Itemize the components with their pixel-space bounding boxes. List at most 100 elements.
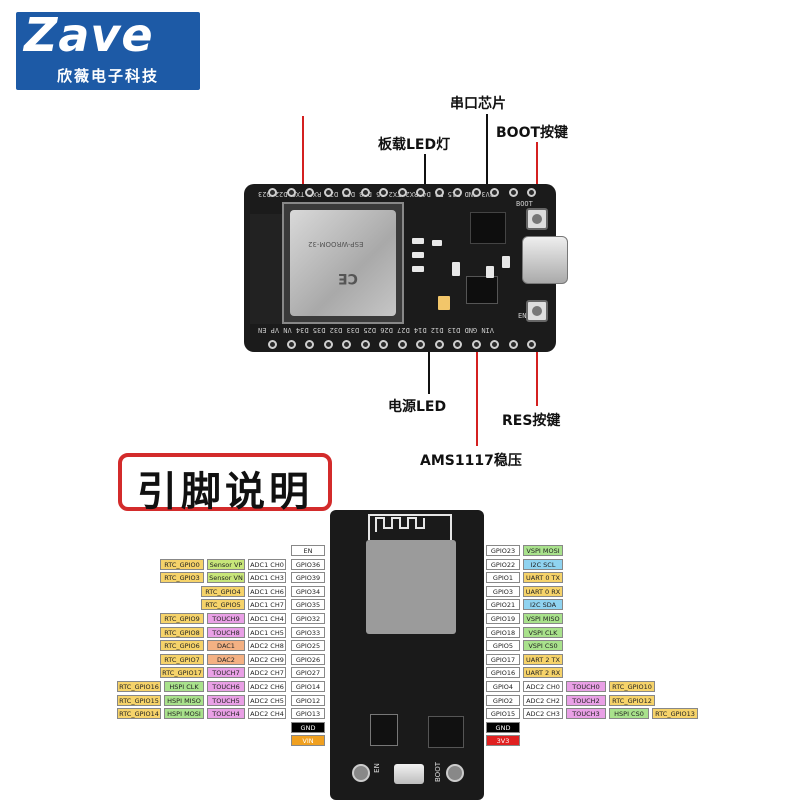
pcb-antenna (250, 214, 284, 324)
pin-label: GPIO21 (486, 599, 520, 611)
header-pin (268, 188, 277, 197)
silk-en: EN (518, 312, 527, 320)
callout-power-led: 电源LED (388, 399, 447, 415)
pin-label: GPIO3 (486, 585, 520, 597)
pin-label: GPIO25 (291, 640, 325, 652)
function-tag: I2C SDA (523, 599, 563, 611)
pinout-boot-label: BOOT (433, 762, 442, 782)
header-pin (286, 188, 296, 197)
pin-label: VIN (291, 735, 325, 747)
pin-label: 3V3 (486, 735, 520, 747)
function-tag: ADC2 CH3 (523, 708, 563, 720)
callout-onboard-led: 板载LED灯 (378, 137, 451, 153)
function-tag: RTC_GPIO8 (160, 626, 204, 638)
pin-label: GPIO4 (486, 681, 520, 692)
brand-logo: Zave 欣薇电子科技 (16, 8, 200, 90)
header-pin (434, 340, 444, 349)
callout-serial-chip: 串口芯片 (450, 96, 506, 112)
function-tag: ADC1 CH0 (248, 558, 286, 570)
function-tag: RTC_GPIO13 (652, 708, 698, 720)
pinout-regulator (370, 714, 398, 746)
leader-line-reset (536, 322, 538, 406)
header-pin (286, 340, 296, 349)
pin-label: GPIO18 (486, 626, 520, 638)
pinout-boot-button[interactable] (446, 764, 464, 782)
pinout-en-button[interactable] (352, 764, 370, 782)
pin-label: GPIO22 (486, 558, 520, 570)
pin-label: GND (486, 721, 520, 733)
ce-mark: CE (338, 270, 358, 286)
silk-bottom-row: VIN GND D13 D12 D14 D27 D26 D25 D33 D32 … (258, 326, 495, 334)
header-pin (434, 188, 444, 197)
pin-label: GPIO19 (486, 613, 520, 624)
function-tag: ADC2 CH5 (248, 694, 286, 706)
function-tag: TOUCH0 (566, 681, 606, 692)
function-tag: DAC2 (207, 653, 245, 665)
function-tag: RTC_GPIO3 (160, 572, 204, 584)
regulator-chip (466, 276, 498, 304)
function-tag: RTC_GPIO0 (160, 558, 204, 570)
function-tag: RTC_GPIO5 (201, 599, 245, 611)
header-pin (416, 340, 425, 349)
function-tag: HSPI CLK (164, 681, 204, 692)
boot-button[interactable] (526, 208, 548, 230)
function-tag: DAC1 (207, 640, 245, 652)
function-tag: ADC1 CH7 (248, 599, 286, 611)
function-tag: TOUCH9 (207, 613, 245, 624)
pinout-module (366, 540, 456, 634)
header-pin (527, 188, 536, 197)
leader-line-boot (536, 142, 538, 208)
silk-boot: BOOT (516, 200, 533, 208)
pin-label: GPIO36 (291, 558, 325, 570)
function-tag: TOUCH3 (566, 708, 606, 720)
header-pin (305, 340, 314, 349)
callout-boot-button: BOOT按键 (496, 125, 569, 141)
header-pin (508, 340, 518, 349)
function-tag: RTC_GPIO16 (117, 681, 161, 692)
function-tag: HSPI MISO (164, 694, 204, 706)
header-pin (490, 188, 499, 197)
pin-label: GPIO2 (486, 694, 520, 706)
function-tag: ADC2 CH7 (248, 667, 286, 679)
section-title: 引脚说明 (137, 469, 313, 515)
function-tag: TOUCH5 (207, 694, 245, 706)
callout-reset-button: RES按键 (502, 413, 561, 429)
module-shield: ESP-WROOM-32 CE (290, 210, 396, 316)
pinout-usb-port (394, 764, 424, 784)
pin-label: GPIO33 (291, 626, 325, 638)
onboard-led (432, 240, 442, 246)
header-pin (305, 188, 314, 197)
pin-label: GPIO35 (291, 599, 325, 611)
function-tag: I2C SCL (523, 558, 563, 570)
function-tag: TOUCH6 (207, 681, 245, 692)
header-pin (490, 340, 499, 349)
header-pin (453, 188, 462, 197)
smd-component (412, 252, 424, 258)
function-tag: VSPI MISO (523, 613, 563, 624)
header-pin (342, 340, 351, 349)
function-tag: Sensor VN (207, 572, 245, 584)
function-tag: UART 2 RX (523, 667, 563, 679)
header-pin (360, 188, 370, 197)
pin-label: GPIO15 (486, 708, 520, 720)
function-tag: ADC2 CH0 (523, 681, 563, 692)
function-tag: RTC_GPIO4 (201, 585, 245, 597)
leader-line-regulator (476, 292, 478, 446)
function-tag: Sensor VP (207, 558, 245, 570)
function-tag: ADC1 CH6 (248, 585, 286, 597)
brand-name: Zave (24, 8, 154, 62)
pin-label: GND (291, 721, 325, 733)
function-tag: ADC2 CH8 (248, 640, 286, 652)
header-pin (342, 188, 351, 197)
pin-label: EN (291, 545, 325, 556)
function-tag: RTC_GPIO17 (160, 667, 204, 679)
function-tag: UART 0 TX (523, 572, 563, 584)
header-pin (323, 340, 333, 349)
smd-component (502, 256, 510, 268)
function-tag: HSPI CS0 (609, 708, 649, 720)
function-tag: UART 2 TX (523, 653, 563, 665)
header-pin (397, 188, 407, 197)
header-pin (527, 340, 536, 349)
reset-button[interactable] (526, 300, 548, 322)
function-tag: ADC2 CH2 (523, 694, 563, 706)
